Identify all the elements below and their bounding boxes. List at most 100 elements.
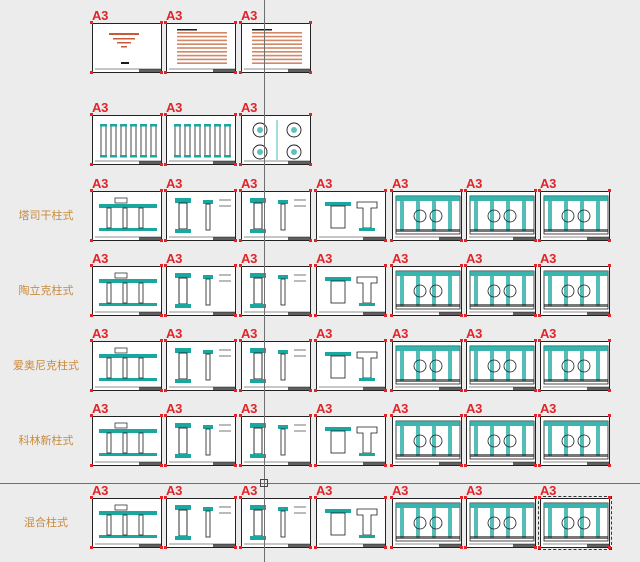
sheet-corner-marker [234,239,237,242]
sheet-drawing-ornate [466,498,536,548]
sheet-corner-marker [464,496,467,499]
sheet-corner-marker [234,339,237,342]
row-label-2: 陶立克柱式 [18,284,74,297]
sheet-size-tag: A3 [166,100,183,115]
sheet-drawing-detail [166,416,236,466]
sheet-corner-marker [390,264,393,267]
sheet-corner-marker [234,189,237,192]
cursor-pickbox [260,479,268,487]
sheet-corner-marker [538,314,541,317]
sheet-corner-marker [239,71,242,74]
sheet-corner-marker [464,264,467,267]
sheet-corner-marker [234,264,237,267]
sheet-corner-marker [390,189,393,192]
sheet-size-tag: A3 [241,176,258,191]
sheet-corner-marker [538,239,541,242]
sheet-corner-marker [608,414,611,417]
sheet-corner-marker [160,496,163,499]
sheet-drawing-section [316,498,386,548]
sheet-corner-marker [460,496,463,499]
sheet-size-tag: A3 [392,251,409,266]
sheet-corner-marker [464,314,467,317]
sheet-size-tag: A3 [92,401,109,416]
sheet-corner-marker [460,414,463,417]
sheet-corner-marker [390,314,393,317]
sheet-corner-marker [90,314,93,317]
sheet-drawing-section [316,191,386,241]
sheet-corner-marker [390,239,393,242]
sheet-corner-marker [390,496,393,499]
sheet-corner-marker [234,113,237,116]
sheet-corner-marker [309,163,312,166]
sheet-corner-marker [239,464,242,467]
sheet-drawing-detail [241,266,311,316]
sheet-corner-marker [239,414,242,417]
sheet-drawing-section [316,341,386,391]
sheet-corner-marker [164,546,167,549]
sheet-corner-marker [538,546,541,549]
sheet-corner-marker [309,496,312,499]
sheet-corner-marker [234,389,237,392]
sheet-corner-marker [239,189,242,192]
sheet-size-tag: A3 [241,100,258,115]
sheet-corner-marker [534,464,537,467]
sheet-corner-marker [160,21,163,24]
sheet-corner-marker [160,113,163,116]
sheet-size-tag: A3 [92,251,109,266]
sheet-corner-marker [90,546,93,549]
sheet-drawing-ornate [392,341,462,391]
sheet-corner-marker [239,546,242,549]
sheet-drawing-detail [166,341,236,391]
sheet-corner-marker [390,546,393,549]
sheet-corner-marker [309,264,312,267]
sheet-corner-marker [464,546,467,549]
sheet-corner-marker [314,314,317,317]
sheet-corner-marker [460,189,463,192]
sheet-corner-marker [314,414,317,417]
sheet-corner-marker [234,464,237,467]
sheet-corner-marker [534,496,537,499]
sheet-corner-marker [534,189,537,192]
sheet-corner-marker [239,163,242,166]
sheet-size-tag: A3 [316,483,333,498]
sheet-drawing-detail [241,341,311,391]
sheet-corner-marker [239,389,242,392]
sheet-drawing-section [316,416,386,466]
sheet-corner-marker [534,546,537,549]
sheet-corner-marker [164,239,167,242]
sheet-corner-marker [460,389,463,392]
sheet-size-tag: A3 [466,176,483,191]
sheet-corner-marker [608,496,611,499]
sheet-corner-marker [314,496,317,499]
sheet-corner-marker [234,496,237,499]
sheet-corner-marker [390,339,393,342]
sheet-corner-marker [464,464,467,467]
sheet-corner-marker [239,21,242,24]
row-label-3: 爱奥尼克柱式 [13,359,79,372]
sheet-corner-marker [460,546,463,549]
sheet-corner-marker [239,314,242,317]
sheet-size-tag: A3 [466,326,483,341]
crosshair-horizontal [0,483,640,484]
sheet-corner-marker [239,239,242,242]
sheet-size-tag: A3 [316,401,333,416]
sheet-size-tag: A3 [540,326,557,341]
sheet-corner-marker [90,264,93,267]
sheet-corner-marker [314,189,317,192]
sheet-corner-marker [460,239,463,242]
sheet-corner-marker [384,339,387,342]
sheet-corner-marker [160,314,163,317]
sheet-drawing-ornate [466,416,536,466]
sheet-corner-marker [384,464,387,467]
sheet-corner-marker [538,339,541,342]
sheet-corner-marker [608,389,611,392]
sheet-drawing-detail [166,498,236,548]
sheet-corner-marker [309,389,312,392]
sheet-corner-marker [309,189,312,192]
sheet-corner-marker [314,546,317,549]
sheet-corner-marker [90,496,93,499]
sheet-corner-marker [90,464,93,467]
sheet-corner-marker [160,389,163,392]
sheet-corner-marker [314,239,317,242]
